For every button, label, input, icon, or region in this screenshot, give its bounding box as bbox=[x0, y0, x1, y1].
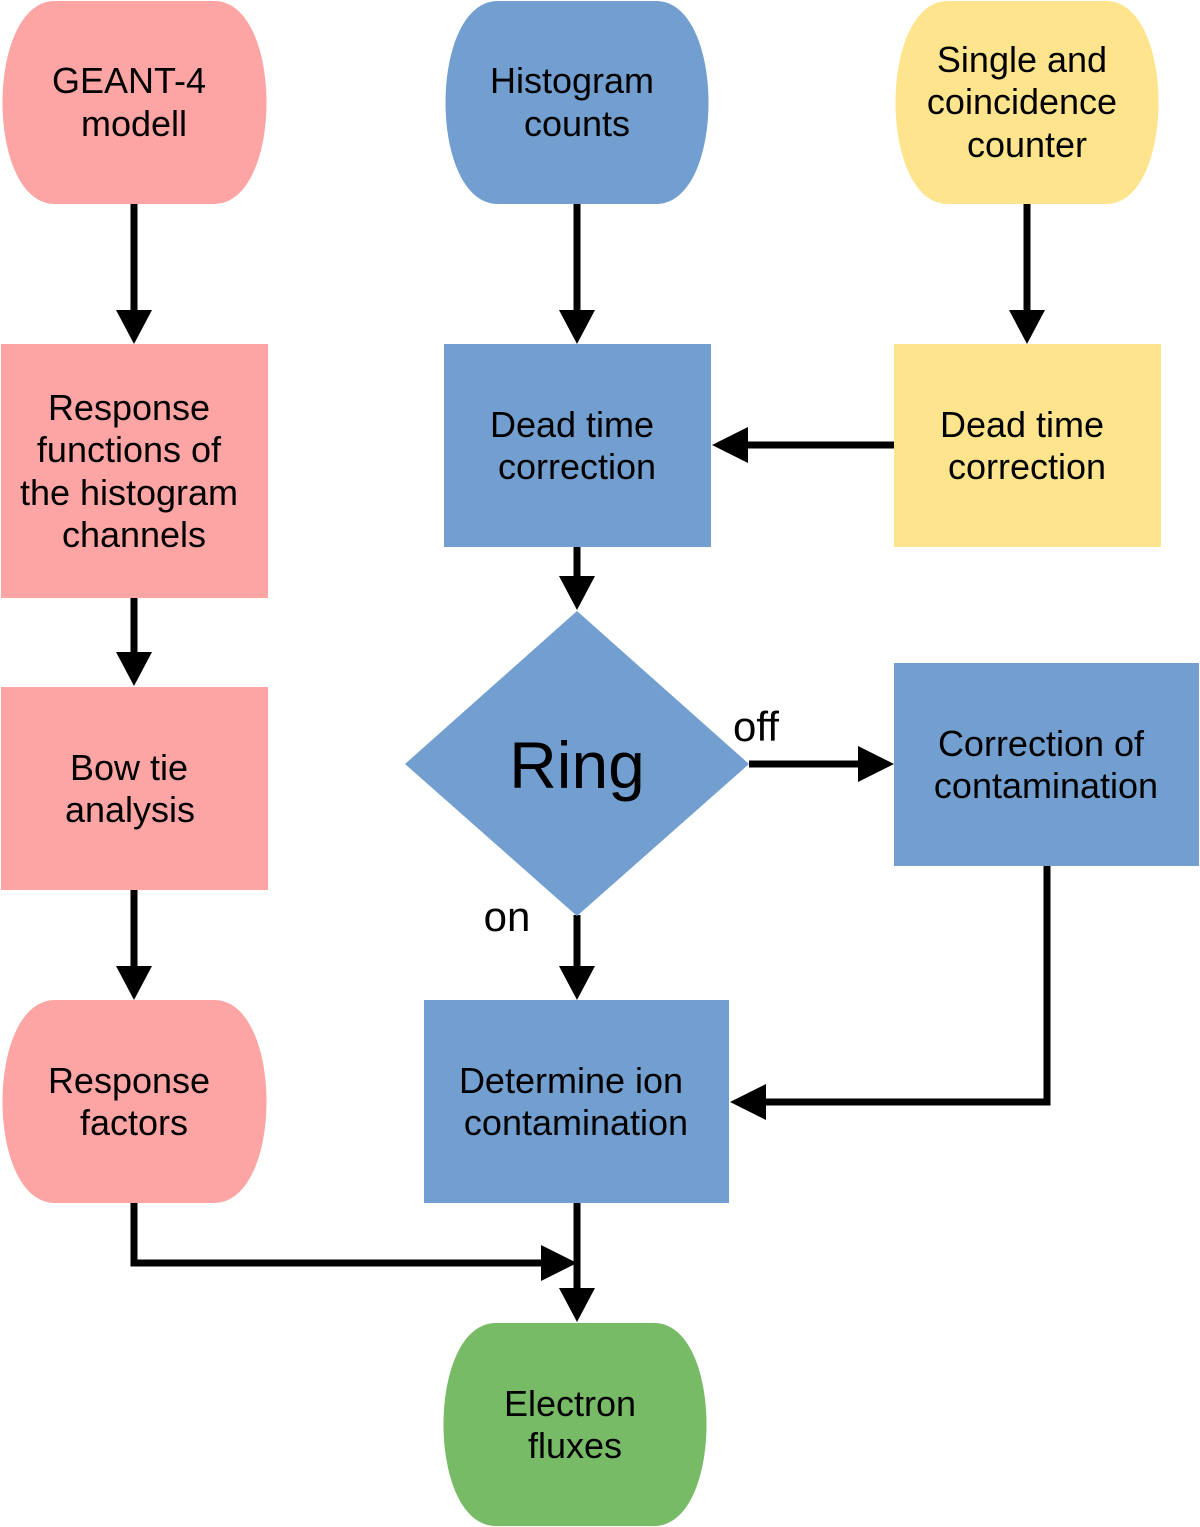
node-electron-fluxes: Electron fluxes bbox=[443, 1323, 707, 1526]
edge-dead-time-to-ring bbox=[559, 547, 595, 610]
node-single-coincidence-counter-line-3: counter bbox=[967, 124, 1087, 165]
edge-ring-on-to-determine-ion bbox=[559, 915, 595, 1000]
node-response-factors-line-2: factors bbox=[80, 1102, 188, 1143]
svg-text:Correction of contamin: Correction of contamination bbox=[934, 723, 1158, 806]
node-correction-of-contamination: Correction of contamination bbox=[894, 663, 1199, 866]
svg-text:Single and coincidence: Single and coincidence counter bbox=[927, 39, 1127, 165]
svg-text:Response functions of: Response functions of the histogram chan… bbox=[20, 387, 248, 555]
node-bow-tie-analysis-line-1: Bow tie bbox=[70, 747, 188, 788]
node-determine-ion-contamination: Determine ion contamination bbox=[424, 1000, 729, 1203]
node-response-factors: Response factors bbox=[2, 1000, 267, 1203]
edge-response-functions-to-bow-tie bbox=[116, 598, 152, 686]
node-dead-time-correction-histogram-shape bbox=[444, 344, 711, 547]
node-response-factors-shape bbox=[2, 1000, 267, 1203]
edge-label-off: off bbox=[733, 703, 779, 750]
svg-text:Response factors: Response factors bbox=[48, 1060, 220, 1143]
svg-text:Dead time correction: Dead time correction bbox=[940, 404, 1114, 487]
node-determine-ion-contamination-line-2: contamination bbox=[464, 1102, 688, 1143]
svg-text:Bow tie analysis: Bow tie analysis bbox=[65, 747, 198, 830]
edge-correction-to-determine-ion bbox=[730, 866, 1051, 1120]
node-dead-time-correction-histogram-line-1: Dead time bbox=[490, 404, 654, 445]
edge-response-factors-to-electron-fluxes bbox=[130, 1203, 577, 1281]
node-histogram-counts-shape bbox=[445, 1, 709, 204]
edge-label-on: on bbox=[484, 893, 531, 940]
node-ring-decision-shape bbox=[405, 611, 749, 916]
edge-counter-dead-time-to-histogram-dead-time bbox=[712, 427, 894, 463]
node-response-functions-line-4: channels bbox=[62, 514, 206, 555]
node-bow-tie-analysis-shape bbox=[1, 687, 268, 890]
node-dead-time-correction-histogram-line-2: correction bbox=[498, 446, 656, 487]
node-dead-time-correction-counter-shape bbox=[894, 344, 1161, 547]
node-single-coincidence-counter-line-2: coincidence bbox=[927, 81, 1117, 122]
node-dead-time-correction-histogram: Dead time correction bbox=[444, 344, 711, 547]
edge-bow-tie-to-response-factors bbox=[116, 890, 152, 1000]
node-determine-ion-contamination-shape bbox=[424, 1000, 729, 1203]
node-determine-ion-contamination-line-1: Determine ion bbox=[459, 1060, 683, 1101]
node-histogram-counts-line-2: counts bbox=[524, 103, 630, 144]
edge-geant4-to-response-functions bbox=[116, 204, 152, 344]
node-response-functions-line-2: functions of bbox=[37, 429, 222, 470]
node-geant4-model: GEANT-4 modell bbox=[2, 1, 267, 204]
edge-determine-ion-to-electron-fluxes bbox=[559, 1203, 595, 1322]
svg-text:GEANT-4 modell: GEANT-4 modell bbox=[52, 60, 216, 144]
node-bow-tie-analysis: Bow tie analysis bbox=[1, 687, 268, 890]
node-response-functions-line-1: Response bbox=[48, 387, 210, 428]
edges bbox=[116, 204, 1051, 1322]
node-electron-fluxes-line-2: fluxes bbox=[528, 1425, 622, 1466]
svg-text:Ring: Ring bbox=[509, 728, 645, 802]
svg-text:Dead time correction: Dead time correction bbox=[490, 404, 664, 487]
edge-labels: off on bbox=[484, 703, 780, 940]
node-correction-of-contamination-shape bbox=[894, 663, 1199, 866]
node-geant4-model-line-2: modell bbox=[81, 103, 187, 144]
node-geant4-model-line-1: GEANT-4 bbox=[52, 60, 206, 101]
node-histogram-counts-line-1: Histogram bbox=[490, 60, 654, 101]
node-response-functions-line-3: the histogram bbox=[20, 472, 238, 513]
edge-histogram-to-dead-time bbox=[559, 204, 595, 344]
node-single-coincidence-counter-shape bbox=[895, 1, 1159, 204]
node-dead-time-correction-counter: Dead time correction bbox=[894, 344, 1161, 547]
node-electron-fluxes-line-1: Electron bbox=[504, 1383, 636, 1424]
svg-text:Histogram counts: Histogram counts bbox=[490, 60, 664, 144]
svg-text:Determine ion contamin: Determine ion contamination bbox=[459, 1060, 693, 1143]
node-dead-time-correction-counter-line-1: Dead time bbox=[940, 404, 1104, 445]
node-ring-decision-label: Ring bbox=[509, 728, 645, 802]
node-histogram-counts: Histogram counts bbox=[445, 1, 709, 204]
node-single-coincidence-counter: Single and coincidence counter bbox=[895, 1, 1159, 204]
edge-counter-to-dead-time bbox=[1009, 204, 1045, 344]
node-bow-tie-analysis-line-2: analysis bbox=[65, 789, 195, 830]
node-electron-fluxes-shape bbox=[443, 1323, 707, 1526]
node-response-functions: Response functions of the histogram chan… bbox=[1, 344, 268, 598]
node-ring-decision: Ring bbox=[405, 611, 749, 916]
node-geant4-model-shape bbox=[2, 1, 267, 204]
node-correction-of-contamination-line-1: Correction of bbox=[938, 723, 1145, 764]
node-response-factors-line-1: Response bbox=[48, 1060, 210, 1101]
node-correction-of-contamination-line-2: contamination bbox=[934, 765, 1158, 806]
node-single-coincidence-counter-line-1: Single and bbox=[937, 39, 1107, 80]
edge-ring-off-to-correction bbox=[749, 746, 894, 782]
node-dead-time-correction-counter-line-2: correction bbox=[948, 446, 1106, 487]
svg-text:Electron fluxes: Electron fluxes bbox=[504, 1383, 646, 1466]
node-response-functions-shape bbox=[1, 344, 268, 598]
